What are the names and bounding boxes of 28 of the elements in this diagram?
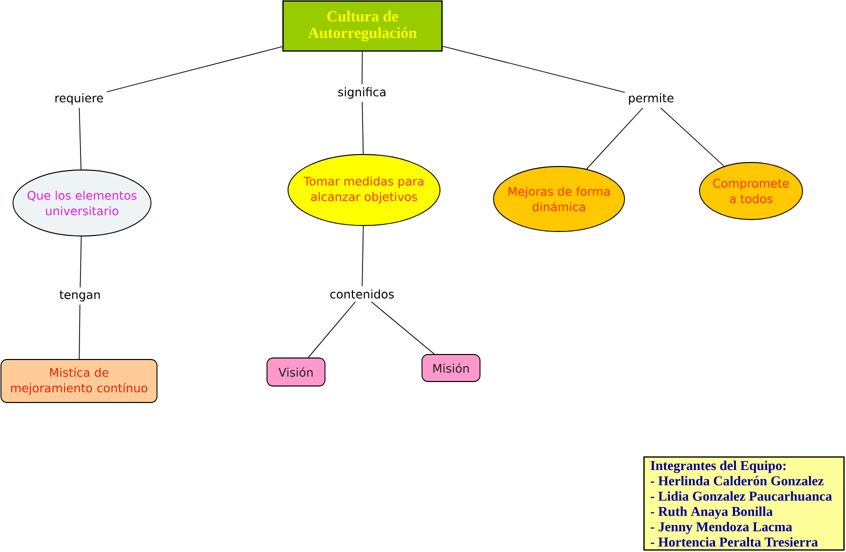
connector-line	[78, 304, 80, 360]
connector-line	[78, 108, 82, 170]
panel-heading: Integrantes del Equipo:	[650, 460, 786, 473]
connector-line	[370, 301, 435, 354]
connector-line	[308, 301, 356, 358]
linking-phrase: tengan	[60, 290, 100, 302]
linking-phrase: contenidos	[330, 289, 394, 299]
member-name: - Ruth Anaya Bonilla	[650, 506, 773, 519]
connector-line	[586, 108, 644, 170]
linking-phrase: requiere	[55, 93, 103, 105]
connector-line	[80, 236, 82, 288]
title-box: Cultura de Autorregulación	[282, 0, 443, 52]
concept-box: Visión	[266, 358, 326, 386]
member-name: - Herlinda Calderón Gonzalez	[650, 476, 824, 486]
connector-line	[106, 46, 283, 92]
linking-phrase: significa	[338, 87, 386, 99]
members-panel	[643, 456, 845, 551]
connector-line	[362, 102, 364, 154]
member-name: - Jenny Mendoza Lacma	[650, 522, 792, 534]
member-name: - Hortencia Peralta Tresierra	[650, 537, 818, 547]
connector-line	[362, 226, 364, 287]
concept-box: Mistíca de mejoramiento contínuo	[0, 359, 158, 403]
linking-phrase: permite	[629, 93, 674, 105]
concept-box: Misión	[422, 354, 480, 382]
connector-line	[660, 108, 724, 167]
member-name: - Lidia Gonzalez Paucarhuanca	[650, 491, 832, 501]
connector-line	[442, 46, 626, 93]
connector-line	[362, 51, 363, 84]
